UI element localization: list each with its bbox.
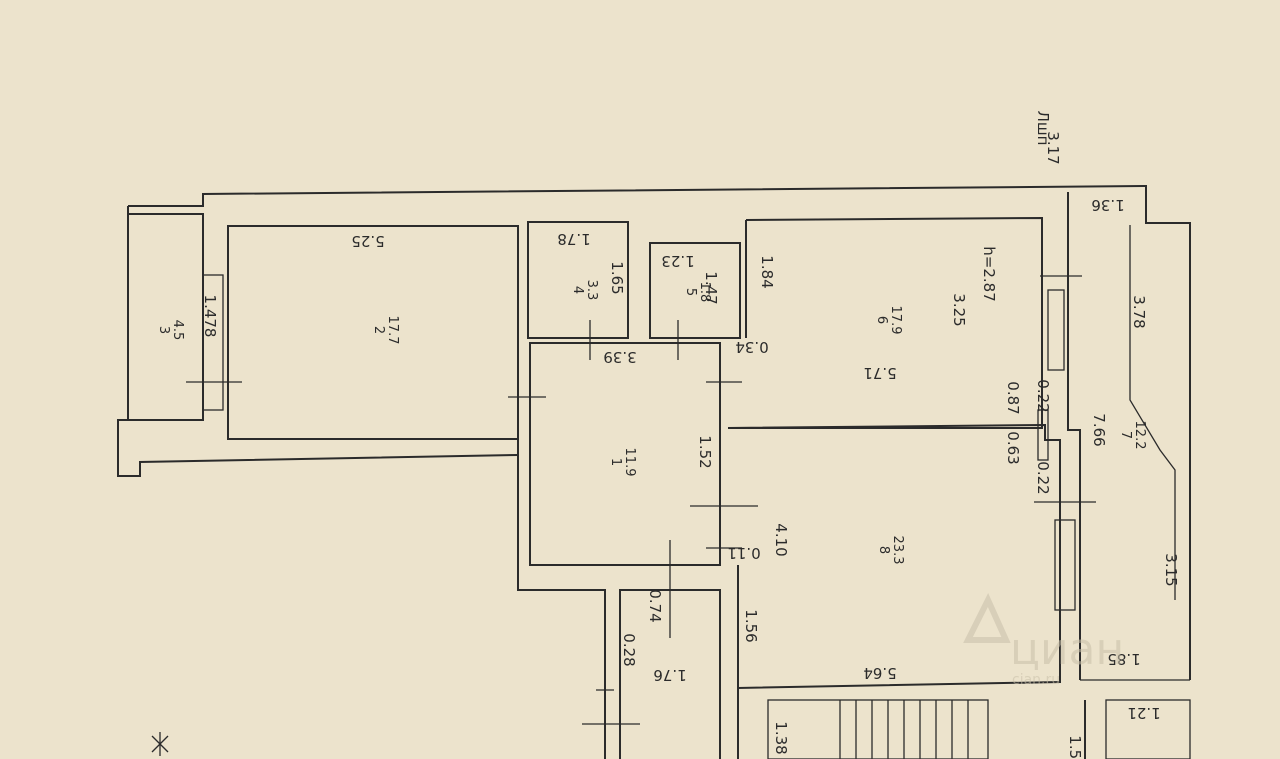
dim-label: 7.66 (1090, 413, 1108, 446)
room-4-label: 4 3.3 (570, 280, 599, 301)
dim-label: 1.36 (1091, 196, 1124, 214)
dim-label: 5.71 (863, 364, 896, 382)
dim-label: 5.25 (351, 232, 384, 250)
room-4-area: 3.3 (584, 280, 599, 301)
door-markers (186, 275, 1096, 725)
room-2-number: 2 (371, 326, 386, 334)
room-5-label: 5 1.8 (683, 282, 712, 303)
room-5-number: 5 (683, 288, 698, 296)
watermark-brand: циан (1010, 624, 1124, 675)
dim-label: 0.74 (646, 589, 664, 622)
dimension-labels: 5.25 1.78 1.65 1.23 1.47 1.84 1.478 3.39… (201, 111, 1180, 759)
room-8-number: 8 (876, 546, 891, 554)
room-2-area: 17.7 (385, 316, 400, 345)
dim-label: 3.39 (603, 348, 636, 366)
room-6-label: 6 17.9 (874, 306, 903, 335)
dim-label: 1.76 (653, 666, 686, 684)
dim-label: 1.56 (742, 609, 760, 642)
room-3-number: 3 (156, 326, 171, 334)
dim-label: 3.25 (950, 293, 968, 326)
room-7-number: 7 (1118, 431, 1133, 439)
dim-label: 1.38 (772, 721, 790, 754)
dim-label: 0.22 (1034, 461, 1052, 494)
dim-label: 0.87 (1004, 381, 1022, 414)
room-8-area: 23.3 (890, 536, 905, 565)
room-5-area: 1.8 (697, 282, 712, 303)
dim-label: 0.11 (727, 544, 760, 562)
room-8-label: 8 23.3 (876, 536, 905, 565)
room-6-number: 6 (874, 316, 889, 324)
dim-label: 1.23 (661, 252, 694, 270)
dim-label: 1.84 (758, 255, 776, 288)
dim-label: 1.52 (696, 435, 714, 468)
dim-label: 0.22 (1034, 379, 1052, 412)
dim-label: 1.58 (1066, 735, 1084, 759)
dim-label: 4.10 (772, 523, 790, 556)
dim-label: 0.28 (620, 633, 638, 666)
room-7-label: 7 12.2 (1118, 421, 1147, 450)
watermark: циан cian.ru (963, 593, 1124, 688)
stair-label: Лшп (1034, 111, 1052, 146)
dim-label: 3.15 (1162, 553, 1180, 586)
ceiling-height-label: h=2.87 (980, 246, 998, 301)
dim-label: 3.17 (1044, 131, 1062, 164)
watermark-logo-icon (963, 593, 1011, 643)
dim-label: 1.47 (702, 271, 720, 304)
room-3-label: 3 4.5 (156, 320, 185, 341)
dim-label: 1.65 (608, 261, 626, 294)
room-6-area: 17.9 (888, 306, 903, 335)
corner-mark-icon (151, 732, 169, 756)
watermark-sub: cian.ru (1012, 672, 1060, 688)
room-1-area: 11.9 (622, 448, 637, 477)
dim-label: 1.85 (1107, 650, 1140, 668)
room-4-number: 4 (570, 286, 585, 294)
room-1-label: 1 11.9 (608, 448, 637, 477)
dim-label: 1.478 (201, 295, 219, 338)
dim-label: 0.34 (735, 338, 768, 356)
dim-label: 0.63 (1004, 431, 1022, 464)
room-1-number: 1 (608, 458, 623, 466)
room-labels: 3 4.5 2 17.7 4 3.3 5 1.8 6 17.9 1 11.9 7… (156, 280, 1147, 565)
room-3-area: 4.5 (170, 320, 185, 341)
room-7-area: 12.2 (1132, 421, 1147, 450)
room-2-label: 2 17.7 (371, 316, 400, 345)
dim-label: 5.64 (863, 664, 896, 682)
dim-label: 1.78 (557, 230, 590, 248)
dim-label: 1.21 (1127, 704, 1160, 722)
dim-label: 3.78 (1130, 295, 1148, 328)
